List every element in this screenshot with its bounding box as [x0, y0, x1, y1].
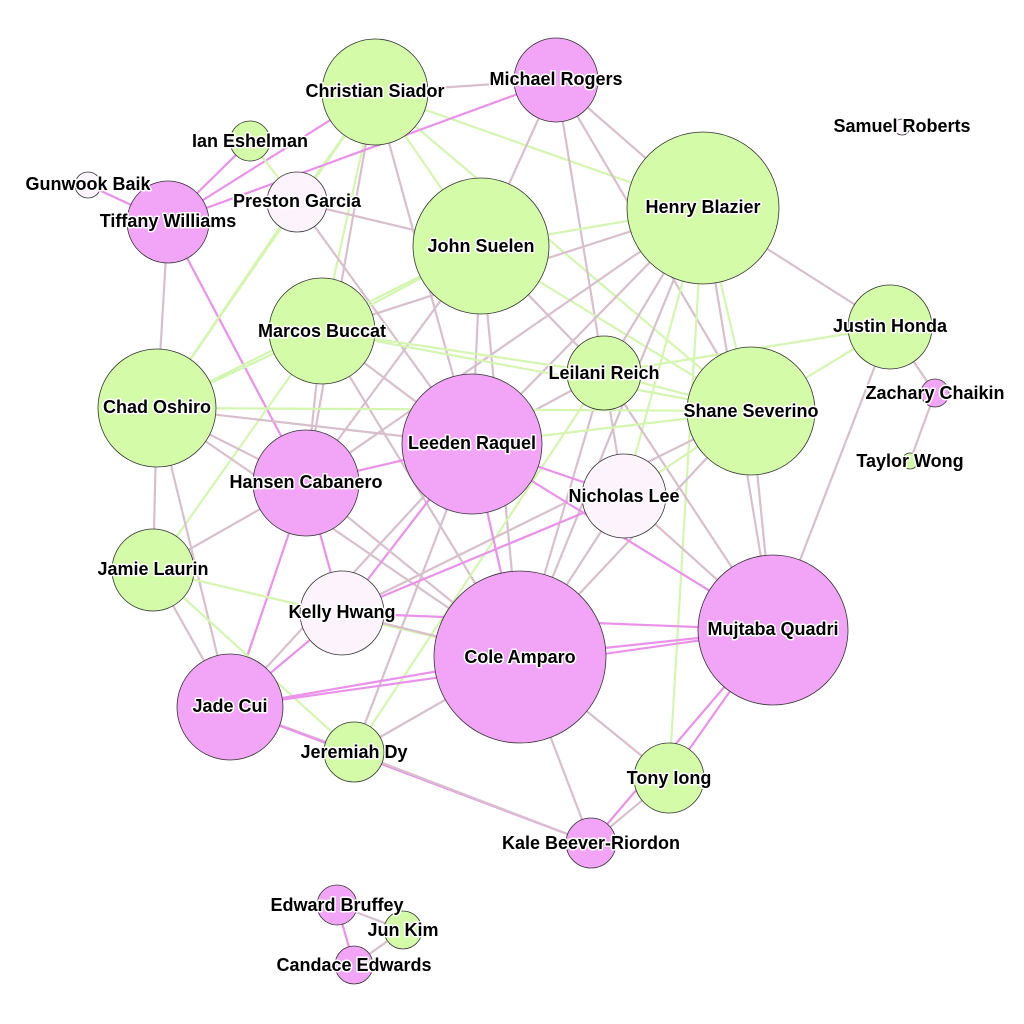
node-john [412, 177, 550, 315]
node-label-nicholas: Nicholas Lee [568, 486, 679, 506]
node-candace [334, 945, 374, 985]
node-mujtaba [697, 554, 849, 706]
node-label-tiffany: Tiffany Williams [100, 211, 237, 231]
node-label-leilani: Leilani Reich [548, 363, 659, 383]
node-label-shane: Shane Severino [683, 401, 818, 421]
node-preston [266, 171, 328, 233]
edge-henry-hansen [304, 206, 705, 485]
nodes-layer [74, 37, 950, 985]
node-jade [176, 653, 284, 761]
node-label-edward: Edward Bruffey [270, 895, 403, 915]
node-justin [847, 284, 933, 370]
node-label-preston: Preston Garcia [233, 191, 362, 211]
node-label-kale: Kale Beever-Riordon [502, 833, 680, 853]
node-label-hansen: Hansen Cabanero [229, 472, 382, 492]
node-tony [633, 742, 705, 814]
node-label-jamie: Jamie Laurin [97, 559, 208, 579]
node-label-tony: Tony Iong [627, 768, 712, 788]
edge-jeremiah-kale [352, 750, 593, 845]
node-christian [321, 38, 429, 146]
node-label-jeremiah: Jeremiah Dy [300, 742, 407, 762]
node-label-zachary: Zachary Chaikin [865, 383, 1004, 403]
node-edward [316, 884, 358, 926]
node-label-cole: Cole Amparo [464, 647, 575, 667]
node-jeremiah [323, 721, 385, 783]
edge-christian-shane [373, 90, 753, 413]
node-kale [565, 817, 617, 869]
edge-leilani-jeremiah [352, 371, 606, 754]
node-chad [97, 348, 217, 468]
node-nicholas [581, 453, 667, 539]
edge-nicholas-kelly [340, 494, 626, 615]
node-leeden [401, 373, 543, 515]
node-gunwook [74, 171, 102, 199]
node-label-mujtaba: Mujtaba Quadri [707, 619, 838, 639]
node-label-leeden: Leeden Raquel [408, 433, 536, 453]
node-marcos [268, 277, 376, 385]
node-samuel [893, 118, 911, 136]
node-label-junkim: Jun Kim [367, 920, 438, 940]
node-label-kelly: Kelly Hwang [288, 602, 395, 622]
node-label-christian: Christian Siador [305, 81, 444, 101]
node-hansen [252, 429, 360, 537]
edge-michael-leilani [554, 78, 606, 375]
node-label-jade: Jade Cui [192, 696, 267, 716]
node-label-samuel: Samuel Roberts [833, 116, 970, 136]
node-michael [513, 37, 599, 123]
node-leilani [566, 335, 642, 411]
node-label-john: John Suelen [427, 236, 534, 256]
node-label-ian: Ian Eshelman [192, 131, 308, 151]
node-zachary [920, 378, 950, 408]
node-junkim [383, 910, 423, 950]
node-kelly [299, 570, 385, 656]
edge-shane-kelly [340, 409, 753, 615]
node-label-michael: Michael Rogers [489, 69, 622, 89]
node-label-taylor: Taylor Wong [856, 451, 963, 471]
edge-henry-tony [667, 206, 705, 780]
node-shane [686, 346, 816, 476]
node-ian [229, 120, 271, 162]
node-label-marcos: Marcos Buccat [258, 321, 386, 341]
node-cole [433, 570, 607, 744]
edge-michael-tiffany [166, 78, 558, 224]
node-label-gunwook: Gunwook Baik [25, 174, 151, 194]
node-label-chad: Chad Oshiro [103, 397, 211, 417]
node-henry [626, 131, 780, 285]
node-label-candace: Candace Edwards [276, 955, 431, 975]
node-tiffany [126, 180, 210, 264]
node-jamie [111, 528, 195, 612]
edge-marcos-shane [320, 329, 753, 413]
node-label-justin: Justin Honda [833, 316, 948, 336]
node-label-henry: Henry Blazier [645, 197, 760, 217]
node-taylor [901, 452, 919, 470]
